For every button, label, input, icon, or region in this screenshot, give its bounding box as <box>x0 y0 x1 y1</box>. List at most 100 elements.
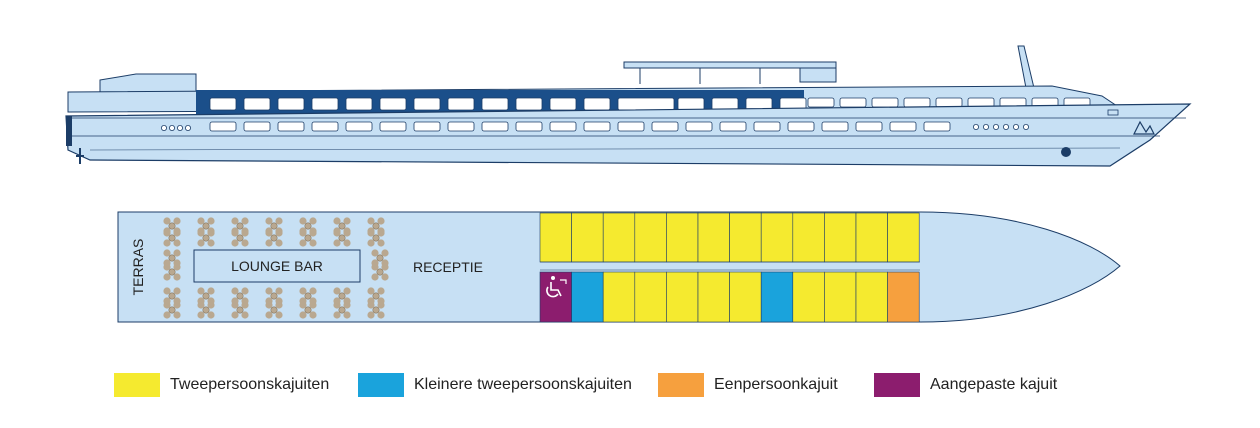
lower-window <box>923 121 951 132</box>
lounge-table <box>367 301 385 319</box>
lounge-table <box>299 229 317 247</box>
porthole <box>184 125 191 132</box>
lounge-table <box>333 229 351 247</box>
upper-window <box>413 97 441 111</box>
propeller-icon <box>76 148 84 164</box>
lounge-table <box>333 301 351 319</box>
reception-label: RECEPTIE <box>413 259 483 275</box>
lower-window <box>617 121 645 132</box>
cabin-double <box>729 212 762 263</box>
mast <box>1017 45 1035 89</box>
upper-window <box>447 97 475 111</box>
legend-swatch <box>874 373 920 397</box>
upper-window <box>209 97 237 111</box>
lower-window <box>379 121 407 132</box>
porthole <box>176 125 183 132</box>
lounge-bar-label: LOUNGE BAR <box>231 258 323 274</box>
lower-window <box>821 121 849 132</box>
upper-window <box>311 97 339 111</box>
legend-label: Aangepaste kajuit <box>930 376 1058 393</box>
bow-emblem-icon <box>1133 120 1155 135</box>
lounge-table <box>299 301 317 319</box>
lower-window <box>447 121 475 132</box>
legend-swatch <box>358 373 404 397</box>
lounge-bar-counter <box>193 249 361 283</box>
legend-item-double: Tweepersoonskajuiten <box>114 372 329 398</box>
legend-label: Eenpersoonkajuit <box>714 376 838 393</box>
lower-window <box>719 121 747 132</box>
upper-window <box>379 97 407 111</box>
cabin-single <box>887 271 920 323</box>
cabin-double <box>887 212 920 263</box>
lounge-table <box>163 229 181 247</box>
sun-deck-awning <box>623 61 837 69</box>
lower-window <box>515 121 543 132</box>
lounge-table <box>371 263 389 281</box>
lower-window <box>889 121 917 132</box>
lower-window <box>787 121 815 132</box>
cabin-double <box>571 212 604 263</box>
upper-window <box>515 97 543 111</box>
cabin-double <box>824 271 857 323</box>
lower-window <box>549 121 577 132</box>
cabin-double <box>760 212 794 263</box>
lounge-table <box>231 301 249 319</box>
lower-window <box>413 121 441 132</box>
deck-plan: LOUNGE BAR TERRAS RECEPTIE <box>117 211 1121 323</box>
upper-window <box>935 97 963 108</box>
wheelchair-icon <box>546 276 567 298</box>
lounge-table <box>265 229 283 247</box>
lower-window <box>209 121 237 132</box>
porthole <box>160 125 167 132</box>
upper-window <box>583 97 611 111</box>
cabin-double <box>792 271 825 323</box>
lower-window <box>345 121 373 132</box>
upper-window <box>549 97 577 111</box>
cabin-double <box>855 212 888 263</box>
upper-window <box>481 97 509 111</box>
porthole <box>1003 124 1010 131</box>
upper-window <box>903 97 931 108</box>
lower-window <box>855 121 883 132</box>
lower-window <box>243 121 271 132</box>
cabin-double <box>602 271 636 323</box>
legend-swatch <box>114 373 160 397</box>
upper-window <box>711 97 739 111</box>
cabin-double <box>666 271 699 323</box>
lounge-table <box>265 301 283 319</box>
upper-window <box>277 97 305 111</box>
cabin-double <box>539 212 572 263</box>
cabin-double <box>634 271 667 323</box>
lower-window <box>311 121 339 132</box>
cabin-double <box>729 271 762 323</box>
legend: Tweepersoonskajuiten Kleinere tweepersoon… <box>0 372 1260 402</box>
lounge-table <box>163 263 181 281</box>
cabin-double <box>697 271 730 323</box>
cabin-small_double <box>571 271 604 323</box>
wheelhouse <box>99 73 197 93</box>
upper-window <box>871 97 899 108</box>
lower-window <box>753 121 781 132</box>
cabin-double <box>824 212 857 263</box>
porthole <box>1023 124 1030 131</box>
lower-window <box>651 121 679 132</box>
cabin-double <box>666 212 699 263</box>
anchor-icon <box>1061 147 1071 157</box>
ship-side-profile <box>65 45 1192 167</box>
hull <box>65 103 1192 167</box>
porthole <box>1013 124 1020 131</box>
cabin-double <box>855 271 888 323</box>
lower-window <box>685 121 713 132</box>
upper-window <box>243 97 271 111</box>
cabin-double <box>697 212 730 263</box>
upper-window <box>807 97 835 108</box>
upper-window <box>677 97 705 111</box>
upper-window <box>839 97 867 108</box>
porthole <box>973 124 980 131</box>
cabin-double <box>602 212 636 263</box>
upper-window <box>617 97 675 111</box>
legend-label: Kleinere tweepersoonskajuiten <box>414 376 632 393</box>
lower-window <box>583 121 611 132</box>
porthole <box>983 124 990 131</box>
